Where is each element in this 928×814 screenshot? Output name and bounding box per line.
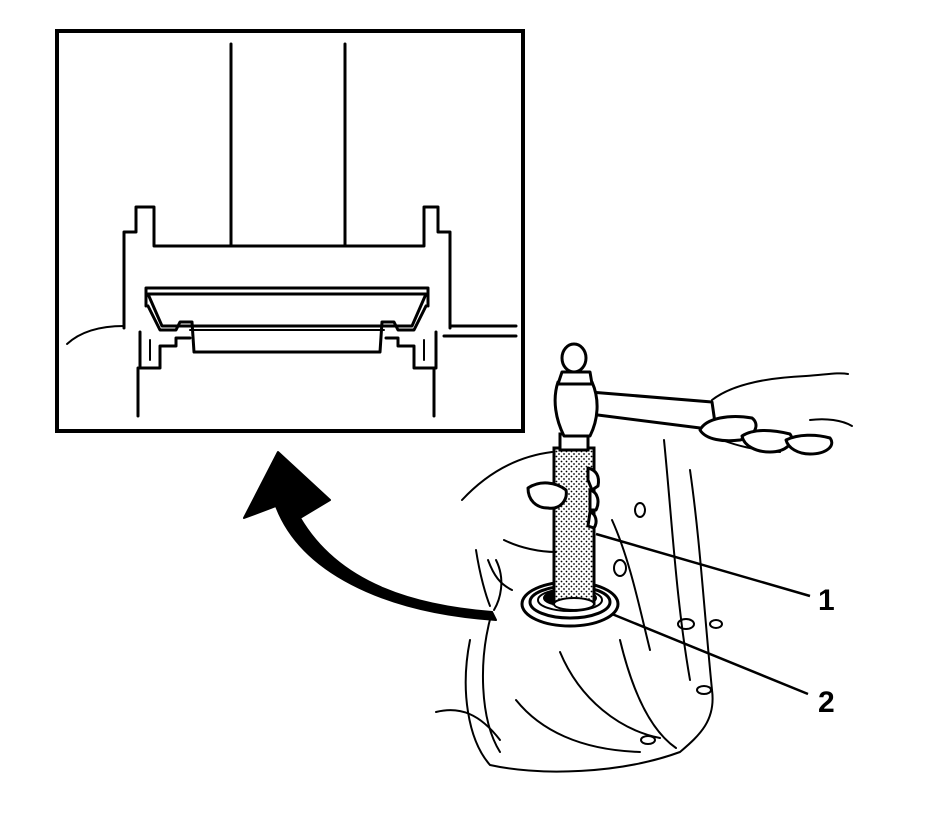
curved-arrow-icon <box>243 451 497 621</box>
hammer <box>553 342 718 438</box>
callout-1: 1 <box>818 584 835 617</box>
seal-installer-tool <box>552 432 596 611</box>
callout-2: 2 <box>818 686 835 719</box>
detail-housing-surface-right <box>442 324 518 338</box>
detail-seal-lips <box>138 304 438 370</box>
detail-inset <box>55 29 525 433</box>
detail-installer-head <box>122 205 452 330</box>
leader-line-1 <box>595 532 811 598</box>
detail-installer-shaft <box>229 42 347 248</box>
detail-seal-cup <box>144 286 430 328</box>
right-hand <box>698 372 853 456</box>
left-hand <box>461 451 600 607</box>
transmission-case <box>435 439 723 773</box>
detail-bore-walls <box>136 366 436 418</box>
leader-line-2 <box>611 612 809 696</box>
detail-housing-surface-left <box>66 325 125 345</box>
